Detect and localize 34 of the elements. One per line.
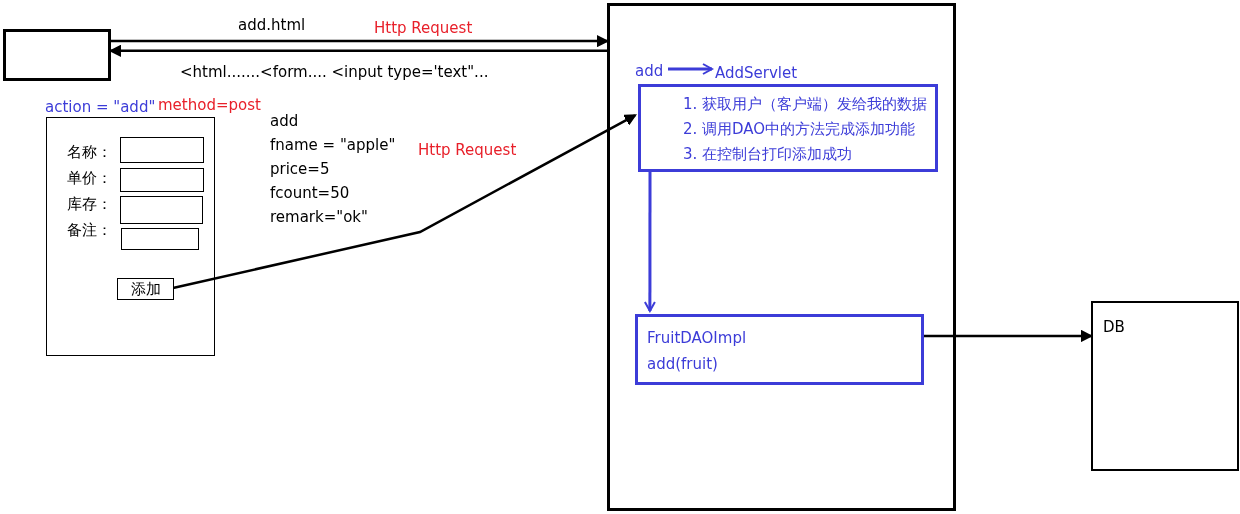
hollow-arrow (668, 63, 713, 75)
servlet-name: AddServlet (715, 64, 798, 82)
parameter-text: fname = "apple" (270, 136, 396, 154)
db-label: DB (1103, 318, 1125, 336)
dao-box (635, 314, 924, 385)
method-name: add(fruit) (647, 355, 718, 373)
parameter-text: add (270, 112, 299, 130)
arrow (110, 44, 607, 57)
arrow (921, 330, 1092, 342)
keyword-text: add (635, 62, 664, 80)
step-text: 2. 调用DAO中的方法完成添加功能 (683, 120, 916, 138)
submit-button: 添加 (117, 278, 174, 300)
step-text: 1. 获取用户（客户端）发给我的数据 (683, 95, 928, 113)
class-name: FruitDAOImpl (647, 329, 747, 347)
edge-label: <html.......<form.... <input type='text"... (180, 63, 489, 81)
protocol-label: Http Request (374, 19, 473, 37)
field-label: 名称： (67, 143, 112, 161)
field-label: 库存： (67, 195, 112, 213)
arrow (643, 169, 656, 312)
servlet-box (638, 84, 938, 172)
field-label: 单价： (67, 169, 112, 187)
field-label: 备注： (67, 221, 112, 239)
parameter-text: fcount=50 (270, 184, 350, 202)
step-text: 3. 在控制台打印添加成功 (683, 145, 853, 163)
method-label: method=post (158, 96, 261, 114)
browser-box (3, 29, 111, 81)
action-label: action = "add" (45, 98, 156, 116)
parameter-text: price=5 (270, 160, 330, 178)
edge-label: Http Request (418, 141, 517, 159)
arrow (172, 114, 636, 290)
arrow (111, 35, 608, 48)
parameter-text: remark="ok" (270, 208, 368, 226)
server-box (607, 3, 956, 511)
db-box (1091, 301, 1239, 471)
